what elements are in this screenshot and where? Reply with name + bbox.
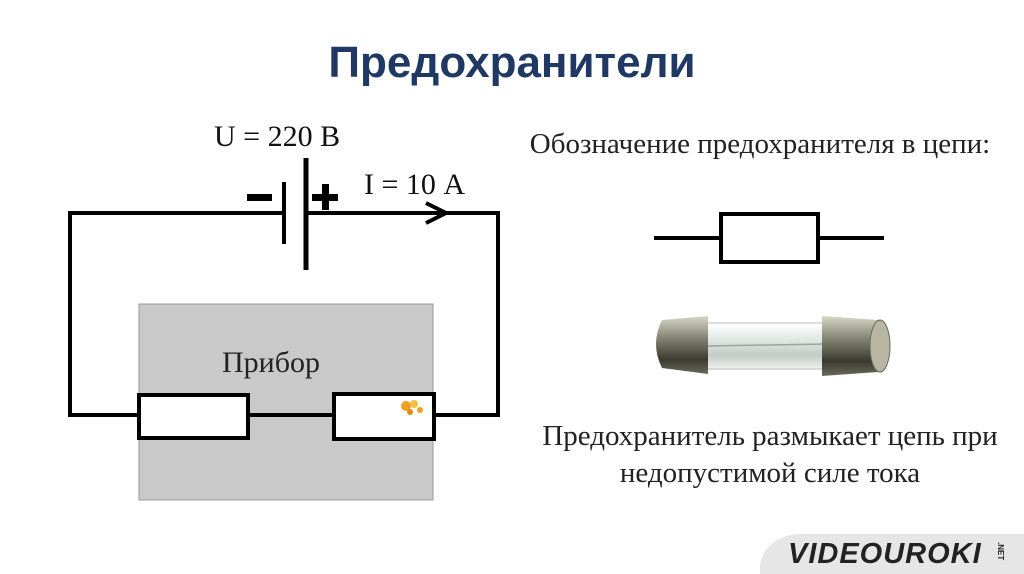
resistor-left [137, 393, 250, 440]
glass-fuse-image [656, 316, 891, 376]
fuse-symbol-caption: Обозначение предохранителя в цепи: [529, 128, 991, 160]
fuse-description: Предохранитель размыкает цепь при недопу… [542, 420, 998, 489]
voltage-label: U = 220 В [214, 120, 341, 153]
logo-suffix: .NET [996, 542, 1005, 561]
spark-icon [401, 400, 423, 415]
videouroki-logo: VIDEOUROKI [788, 538, 982, 570]
plus-sign-icon [312, 184, 338, 210]
current-arrow-icon [425, 201, 451, 225]
resistor-right [332, 392, 436, 441]
fuse-symbol-icon [654, 212, 884, 264]
circuit-wires [68, 211, 500, 417]
logo-band [760, 534, 1024, 574]
current-label: I = 10 А [364, 168, 466, 201]
device-label: Прибор [222, 346, 320, 379]
slide-title: Предохранители [328, 38, 696, 87]
minus-sign-icon [247, 194, 272, 201]
